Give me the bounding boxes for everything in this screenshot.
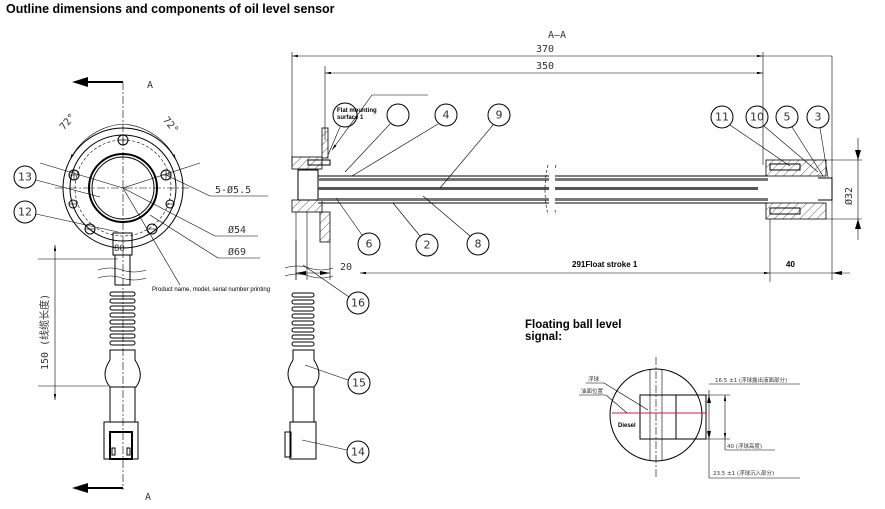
callout-8 [466,232,490,256]
float-body [639,394,677,440]
tube-outer-bottom [318,198,768,201]
callout-4 [434,103,458,127]
cable-length-label: 150 (线缆长度) [38,294,51,370]
fluid-label: Diesel [618,423,636,429]
mounting-note-1: Flat mounting [337,108,377,114]
end-length: 40 [786,260,795,269]
section-title: A—A [548,30,566,41]
svg-text:16: 16 [351,297,365,310]
oil-level-label: 油面位置 [581,387,604,395]
section-arrow-bottom-icon [72,483,88,493]
neck-label: 80 [114,244,125,254]
callout-15 [347,371,371,395]
float-stroke: 291Float stroke 1 [572,260,638,269]
callout-12 [13,200,37,224]
float-signal-title: Floating ball level signal: [525,319,622,343]
svg-text:6: 6 [366,238,373,251]
dim-float-height: 40 (浮球高度) [727,442,762,450]
callout-16 [346,291,370,315]
cable-bellows [109,291,136,346]
section-label-top: A [147,80,153,91]
inner-diameter: Ø54 [228,224,246,236]
tube-diameter: Ø32 [843,187,855,205]
section-view: A—A 370 350 [284,30,862,464]
tube-outer-top [318,178,768,181]
callout-14 [346,440,370,464]
svg-text:4: 4 [443,109,450,122]
drawing-title: Outline dimensions and components of oil… [6,2,335,16]
front-view: A 72° 72° 5-Ø5.5 Ø54 Ø69 [13,77,270,503]
callout-2 [415,233,439,257]
svg-text:14: 14 [351,446,365,459]
svg-text:8: 8 [475,238,482,251]
svg-text:10: 10 [750,111,764,124]
hole-callout: 5-Ø5.5 [215,184,251,196]
end-housing-top [765,159,827,177]
section-arrow-top-icon [72,77,88,87]
float-label: 浮球 [588,375,600,383]
svg-text:2: 2 [424,239,431,252]
overall-length: 370 [536,44,554,55]
inner-rod [318,187,758,190]
svg-text:3: 3 [815,111,822,124]
callout-11 [710,105,734,129]
callout-mounting [332,102,358,128]
svg-text:15: 15 [352,377,366,390]
svg-text:5: 5 [784,111,791,124]
callout-10 [745,105,769,129]
callout-blank [386,103,410,127]
float-signal-detail: Diesel 浮球 油面位置 16.5 ±1 (浮球露出液面部分) 40 (浮球… [579,357,800,479]
print-note: Product name, model, serial number print… [152,287,270,293]
svg-text:12: 12 [18,206,32,219]
side-bellows [291,292,315,347]
callout-6 [357,232,381,256]
strain-relief [104,349,141,388]
dim-float-top: 16.5 ±1 (浮球露出液面部分) [715,376,787,384]
flange-offset: 20 [340,262,352,273]
dim-float-bottom: 23.5 ±1 (浮球沉入部分) [713,469,774,477]
angle-left: 72° [58,112,78,133]
svg-text:13: 13 [18,171,32,184]
outer-diameter: Ø69 [228,246,246,258]
end-housing-bottom [765,202,827,220]
section-label-bottom: A [145,492,151,503]
mounting-note-2: surface 1 [337,115,364,121]
flange-top [291,156,323,170]
callout-3 [806,105,830,129]
callout-5 [775,105,799,129]
callout-13 [13,165,37,189]
angle-right: 72° [160,115,180,136]
callout-9 [487,103,511,127]
svg-text:9: 9 [496,109,503,122]
svg-text:11: 11 [715,111,729,124]
length-350: 350 [536,61,554,72]
